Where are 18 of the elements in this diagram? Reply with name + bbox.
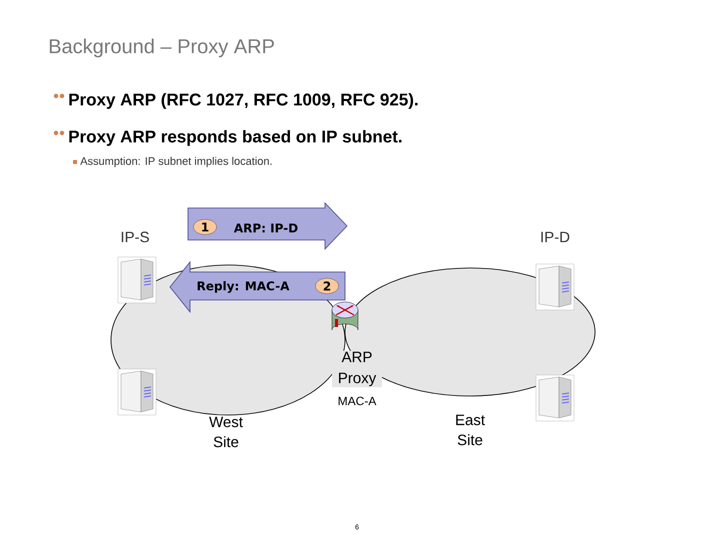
device-label: ARP Proxy: [332, 350, 382, 388]
bullet-text: Proxy ARP (RFC 1027, RFC 1009, RFC 925).: [69, 93, 418, 109]
arrow-label: ARP: IP-D: [234, 224, 298, 232]
device-label: IP-D: [541, 232, 570, 242]
bullet-text: Proxy ARP responds based on IP subnet.: [69, 130, 402, 146]
address-label: MAC-A: [336, 396, 378, 406]
device-label: IP-S: [122, 232, 149, 242]
server-drawing: [118, 368, 156, 416]
step-badge: 2: [315, 278, 339, 294]
arrow-label: Reply: MAC-A: [198, 281, 290, 293]
server-drawing: [536, 264, 574, 310]
site-label: East Site: [456, 414, 485, 446]
bullet-text: Assumption: IP subnet implies location.: [80, 156, 272, 168]
site-label: West Site: [209, 416, 243, 448]
server-drawing: [118, 256, 156, 304]
server-drawing: [536, 374, 574, 422]
slide-title: Background – Proxy ARP: [50, 38, 274, 58]
step-badge: 1: [193, 219, 217, 235]
